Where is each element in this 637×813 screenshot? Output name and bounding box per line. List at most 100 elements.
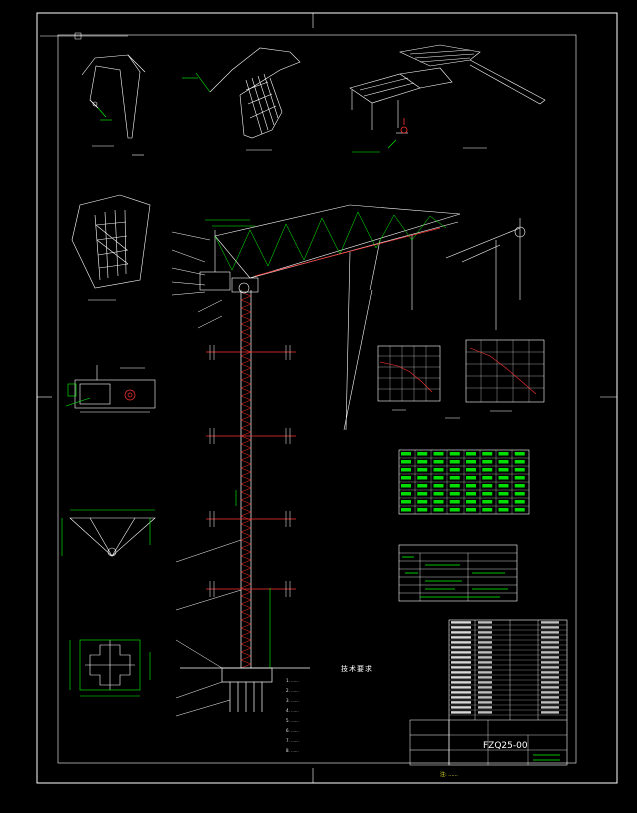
mast-lattice-segment [240,603,252,609]
detail-ladder-green [182,72,211,93]
bom-cell-mark [478,711,492,714]
mast-lattice-segment [240,507,252,513]
mast-lattice-segment [240,635,252,641]
title-block-green [533,754,560,761]
mast-lattice-segment [240,395,252,401]
detail-climbing-frame [71,194,151,301]
mast-lattice-segment [240,307,252,313]
tower-mast-lattice [240,291,252,669]
table-cell-mark [401,468,411,472]
mast-lattice-segment [240,583,252,589]
mast-lattice-segment [240,351,252,357]
table-cell-mark [401,476,411,480]
bom-cell-mark [451,676,471,679]
mast-lattice-segment [240,659,252,665]
bom-cell-mark [541,621,559,624]
jib-red-chord [254,227,441,277]
mast-lattice-segment [240,611,252,617]
table-cell-mark [417,484,428,488]
mast-lattice-segment [240,343,252,349]
table-cell-mark [433,484,444,488]
table-cell-mark [482,452,493,456]
mast-lattice-segment [240,319,252,325]
bom-cell-mark [451,691,471,694]
detail-side-assembly-green [65,383,91,407]
side-view-jib [445,218,526,330]
mast-lattice-segment [240,399,252,405]
bom-cell-mark [541,691,559,694]
table-cell-mark [482,492,493,496]
table-cell-mark [417,476,428,480]
mast-lattice-segment [240,363,252,369]
bom-title-block-extension [409,719,450,766]
table-cell-mark [498,508,509,512]
table-cell-mark [498,492,509,496]
table-cell-mark [514,492,525,496]
bom-cell-mark [478,621,492,624]
mast-lattice-segment [240,563,252,569]
bom-cell-mark [478,676,492,679]
table-cell-mark [514,484,525,488]
bom-cell-mark [541,701,559,704]
table-cell-mark [466,452,476,456]
mast-lattice-segment [240,339,252,345]
mast-lattice-segment [240,619,252,625]
mast-lattice-segment [240,475,252,481]
technical-note-line: 7. ...... [286,738,299,743]
slewing-unit [199,271,259,294]
table-cell-mark [482,468,493,472]
technical-note-line: 6. ...... [286,728,299,733]
bom-cell-mark [451,621,471,624]
mast-lattice-segment [240,367,252,373]
mast-lattice-segment [240,411,252,417]
mast-lattice-segment [240,491,252,497]
bom-cell-mark [451,656,471,659]
table-cell-mark [401,452,411,456]
table-cell-mark [417,452,428,456]
mast-lattice-segment [240,527,252,533]
load-chart-1 [377,345,460,419]
table-cell-mark [466,492,476,496]
mast-lattice-segment [240,311,252,317]
mast-lattice-segment [240,443,252,449]
mast-lattice-segment [240,515,252,521]
mast-lattice-segment [240,607,252,613]
table-cell-mark [417,508,428,512]
mast-lattice-segment [240,631,252,637]
detail-triangle-green [61,509,155,556]
mast-lattice-segment [240,655,252,661]
table-cell-mark [498,468,509,472]
mast-lattice-segment [240,383,252,389]
mast-lattice-segment [240,567,252,573]
mast-lattice-segment [240,327,252,333]
table-cell-mark [514,500,525,504]
table-cell-mark [466,508,476,512]
mast-lattice-segment [240,355,252,361]
mast-lattice-segment [240,359,252,365]
table-cell-mark [433,508,444,512]
parameter-table-1 [398,449,530,515]
mast-lattice-segment [240,295,252,301]
mast-lattice-segment [240,523,252,529]
mast-lattice-segment [240,427,252,433]
detail-cross-green [69,639,151,697]
table-cell-mark [401,500,411,504]
mast-lattice-segment [240,299,252,305]
table-cell-mark [466,500,476,504]
corner-marker-box [74,32,82,40]
table-cell-mark [433,500,444,504]
table-cell-mark [449,508,460,512]
mast-lattice-segment [240,479,252,485]
bom-cell-mark [541,676,559,679]
mast-lattice-segment [240,591,252,597]
bom-cell-mark [541,651,559,654]
mast-lattice-segment [240,455,252,461]
mast-lattice-segment [240,463,252,469]
detail-ladder-frame [209,47,301,151]
mast-lattice-segment [240,451,252,457]
mast-lattice-segment [240,531,252,537]
mast-lattice-segment [240,535,252,541]
inner-border [57,34,577,764]
table-cell-mark [449,500,460,504]
bom-cell-mark [478,646,492,649]
